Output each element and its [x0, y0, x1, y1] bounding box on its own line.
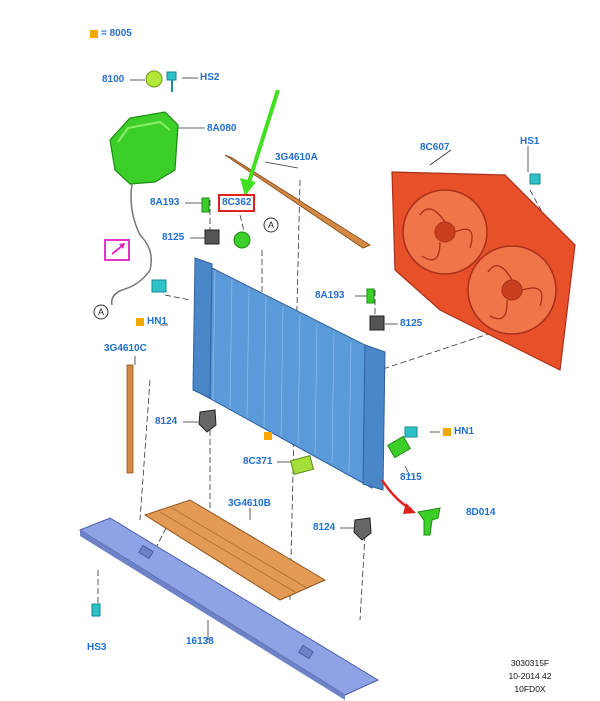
red-arrow	[380, 479, 416, 514]
small-parts	[91, 173, 541, 617]
label-8125-left: 8125	[162, 232, 185, 243]
label-8a193-left: 8A193	[150, 197, 180, 208]
lower-rail	[78, 517, 380, 700]
label-8c607: 8C607	[420, 142, 450, 153]
magenta-marker	[104, 239, 130, 261]
callout-a-lower: A	[98, 307, 105, 317]
green-arrow	[240, 89, 280, 196]
callout-a-upper: A	[268, 220, 275, 230]
label-8c362-highlighted: 8C362	[218, 194, 256, 212]
legend-marker	[90, 30, 98, 38]
legend-marker-hn1-left	[136, 318, 144, 326]
label-hs2: HS2	[200, 72, 220, 83]
label-8125-right: 8125	[400, 318, 423, 329]
label-hn1-left: HN1	[147, 316, 168, 327]
label-hs3: HS3	[87, 642, 107, 653]
label-8100: 8100	[102, 74, 125, 85]
label-16138: 16138	[186, 636, 214, 647]
callout-circles	[93, 217, 279, 320]
label-8115: 8115	[400, 472, 422, 483]
label-8a080: 8A080	[207, 123, 237, 134]
footer-line-1: 3030315F	[510, 658, 550, 668]
label-8d014: 8D014	[466, 507, 496, 518]
fan-shroud	[391, 171, 576, 371]
expansion-tank	[109, 70, 179, 306]
foam-seals	[126, 154, 372, 601]
label-hs1: HS1	[520, 136, 540, 147]
label-8124-right: 8124	[313, 522, 336, 533]
label-3g4610c: 3G4610C	[104, 343, 147, 354]
label-hn1-right: HN1	[454, 426, 475, 437]
label-3g4610a: 3G4610A	[275, 152, 318, 163]
footer-line-3: 10FD0X	[514, 684, 546, 694]
label-3g4610b: 3G4610B	[228, 498, 271, 509]
legend-marker-hn1-right	[443, 428, 451, 436]
label-8c371: 8C371	[243, 456, 273, 467]
label-8a193-right: 8A193	[315, 290, 345, 301]
footer-line-2: 10-2014 42	[508, 671, 552, 681]
label-8124-left: 8124	[155, 416, 178, 427]
radiator	[192, 257, 386, 491]
legend-text: = 8005	[101, 28, 132, 39]
legend-marker-radiator	[264, 432, 272, 440]
